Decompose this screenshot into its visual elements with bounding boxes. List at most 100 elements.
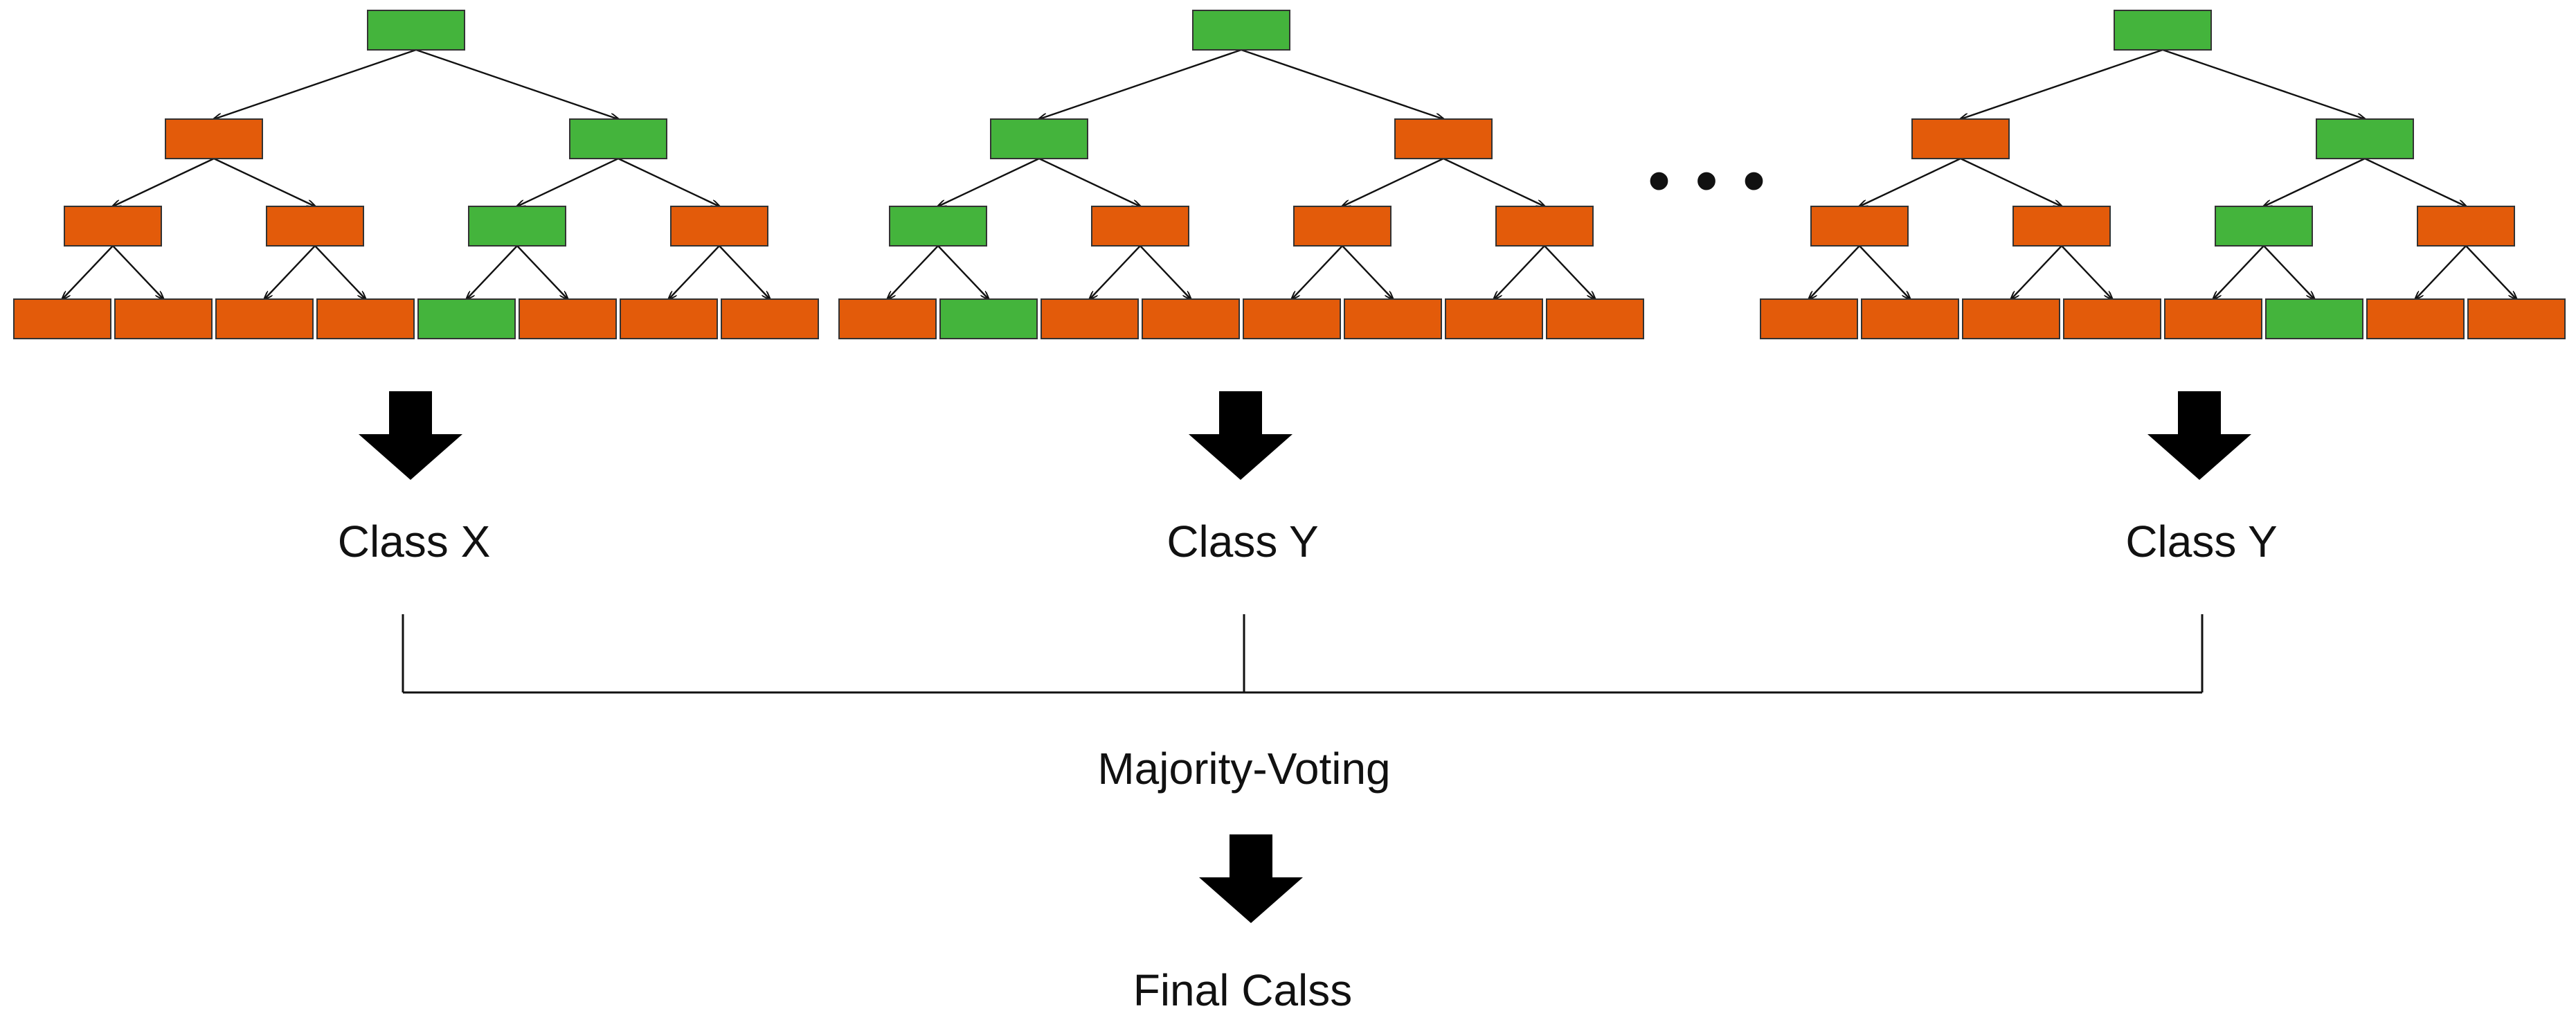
- tree-node-green: [569, 118, 667, 159]
- tree-node-orange: [266, 206, 364, 247]
- tree-node-green: [889, 206, 987, 247]
- leaf-node-orange: [2366, 298, 2465, 339]
- tree-edge: [618, 157, 719, 206]
- leaf-node-orange: [519, 298, 617, 339]
- tree-edge: [113, 157, 215, 206]
- tree-edge: [1038, 157, 1140, 206]
- tree-edge: [1961, 48, 2163, 119]
- tree-node-orange: [1911, 118, 2010, 159]
- tree-node-orange: [2417, 206, 2515, 247]
- leaf-node-orange: [215, 298, 314, 339]
- tree-edge: [1859, 157, 1961, 206]
- tree-edge: [1494, 245, 1545, 299]
- leaf-node-orange: [620, 298, 718, 339]
- leaf-node-orange: [2467, 298, 2566, 339]
- leaf-node-orange: [838, 298, 937, 339]
- tree-edge: [1292, 245, 1343, 299]
- tree-edge: [719, 245, 770, 299]
- decision-tree-1: [13, 10, 819, 339]
- down-arrow-tree-3: [2147, 391, 2251, 480]
- leaf-node-green: [2265, 298, 2363, 339]
- leaf-node-orange: [1445, 298, 1543, 339]
- tree-node-green: [468, 206, 566, 247]
- leaf-node-orange: [721, 298, 819, 339]
- tree-node-orange: [2012, 206, 2111, 247]
- tree-edge: [2264, 157, 2366, 206]
- tree-edge: [2465, 245, 2516, 299]
- tree-edge: [2011, 245, 2062, 299]
- leaf-node-orange: [13, 298, 111, 339]
- tree-node-orange: [1495, 206, 1594, 247]
- tree-edge: [1342, 157, 1444, 206]
- decision-tree-3: [1760, 10, 2566, 339]
- tree-edge: [1809, 245, 1860, 299]
- leaf-node-orange: [2164, 298, 2262, 339]
- tree-edge: [264, 245, 316, 299]
- leaf-node-orange: [1142, 298, 1240, 339]
- decision-tree-2: [838, 10, 1644, 339]
- voting-bracket: [402, 614, 2204, 694]
- tree-edge: [2162, 48, 2365, 119]
- tree-edge: [467, 245, 518, 299]
- leaf-node-green: [417, 298, 516, 339]
- tree-edge: [213, 157, 315, 206]
- ellipsis-more-trees: • • •: [1648, 146, 1769, 216]
- tree-edge: [669, 245, 720, 299]
- tree-node-green: [2114, 10, 2212, 51]
- trees-layer: [13, 10, 2566, 339]
- leaf-node-orange: [1861, 298, 1959, 339]
- tree-node-orange: [1091, 206, 1189, 247]
- tree-edge: [1443, 157, 1544, 206]
- tree-edge: [1140, 245, 1191, 299]
- tree-edge: [214, 48, 417, 119]
- final-class-label: Final Calss: [1133, 965, 1353, 1015]
- tree-edge: [1090, 245, 1141, 299]
- tree-edge: [1039, 48, 1242, 119]
- tree-edge: [2263, 245, 2314, 299]
- leaf-node-orange: [1760, 298, 1858, 339]
- leaf-node-orange: [316, 298, 415, 339]
- tree-edge: [314, 245, 366, 299]
- tree-node-green: [2215, 206, 2313, 247]
- majority-voting-label: Majority-Voting: [1097, 744, 1391, 794]
- tree-node-orange: [1293, 206, 1391, 247]
- leaf-node-orange: [1546, 298, 1644, 339]
- tree-node-green: [367, 10, 465, 51]
- tree-edge: [937, 245, 989, 299]
- leaf-node-orange: [1243, 298, 1341, 339]
- class-label-tree-3: Class Y: [2125, 517, 2278, 566]
- down-arrow-tree-2: [1189, 391, 1292, 480]
- tree-node-orange: [1810, 206, 1909, 247]
- leaf-node-orange: [1344, 298, 1442, 339]
- leaf-node-orange: [1962, 298, 2060, 339]
- leaf-node-orange: [2063, 298, 2161, 339]
- tree-node-green: [1192, 10, 1290, 51]
- tree-edge: [1241, 48, 1443, 119]
- tree-node-orange: [64, 206, 162, 247]
- tree-node-green: [2316, 118, 2414, 159]
- tree-node-orange: [165, 118, 263, 159]
- tree-edge: [2213, 245, 2264, 299]
- tree-edge: [938, 157, 1040, 206]
- leaf-node-orange: [114, 298, 213, 339]
- tree-edge: [415, 48, 618, 119]
- tree-edge: [517, 157, 619, 206]
- tree-edge: [2061, 245, 2112, 299]
- leaf-node-orange: [1041, 298, 1139, 339]
- tree-edge: [2364, 157, 2466, 206]
- tree-edge: [888, 245, 939, 299]
- tree-edge: [1342, 245, 1393, 299]
- down-arrow-final: [1199, 834, 1303, 923]
- tree-node-orange: [670, 206, 768, 247]
- tree-edge: [516, 245, 568, 299]
- class-label-tree-2: Class Y: [1167, 517, 1319, 566]
- down-arrow-tree-1: [359, 391, 462, 480]
- arrows-layer: [359, 391, 2251, 923]
- class-label-tree-1: Class X: [337, 517, 491, 566]
- tree-node-orange: [1394, 118, 1493, 159]
- tree-edge: [1960, 157, 2062, 206]
- leaf-node-green: [939, 298, 1038, 339]
- tree-edge: [1859, 245, 1910, 299]
- tree-edge: [112, 245, 163, 299]
